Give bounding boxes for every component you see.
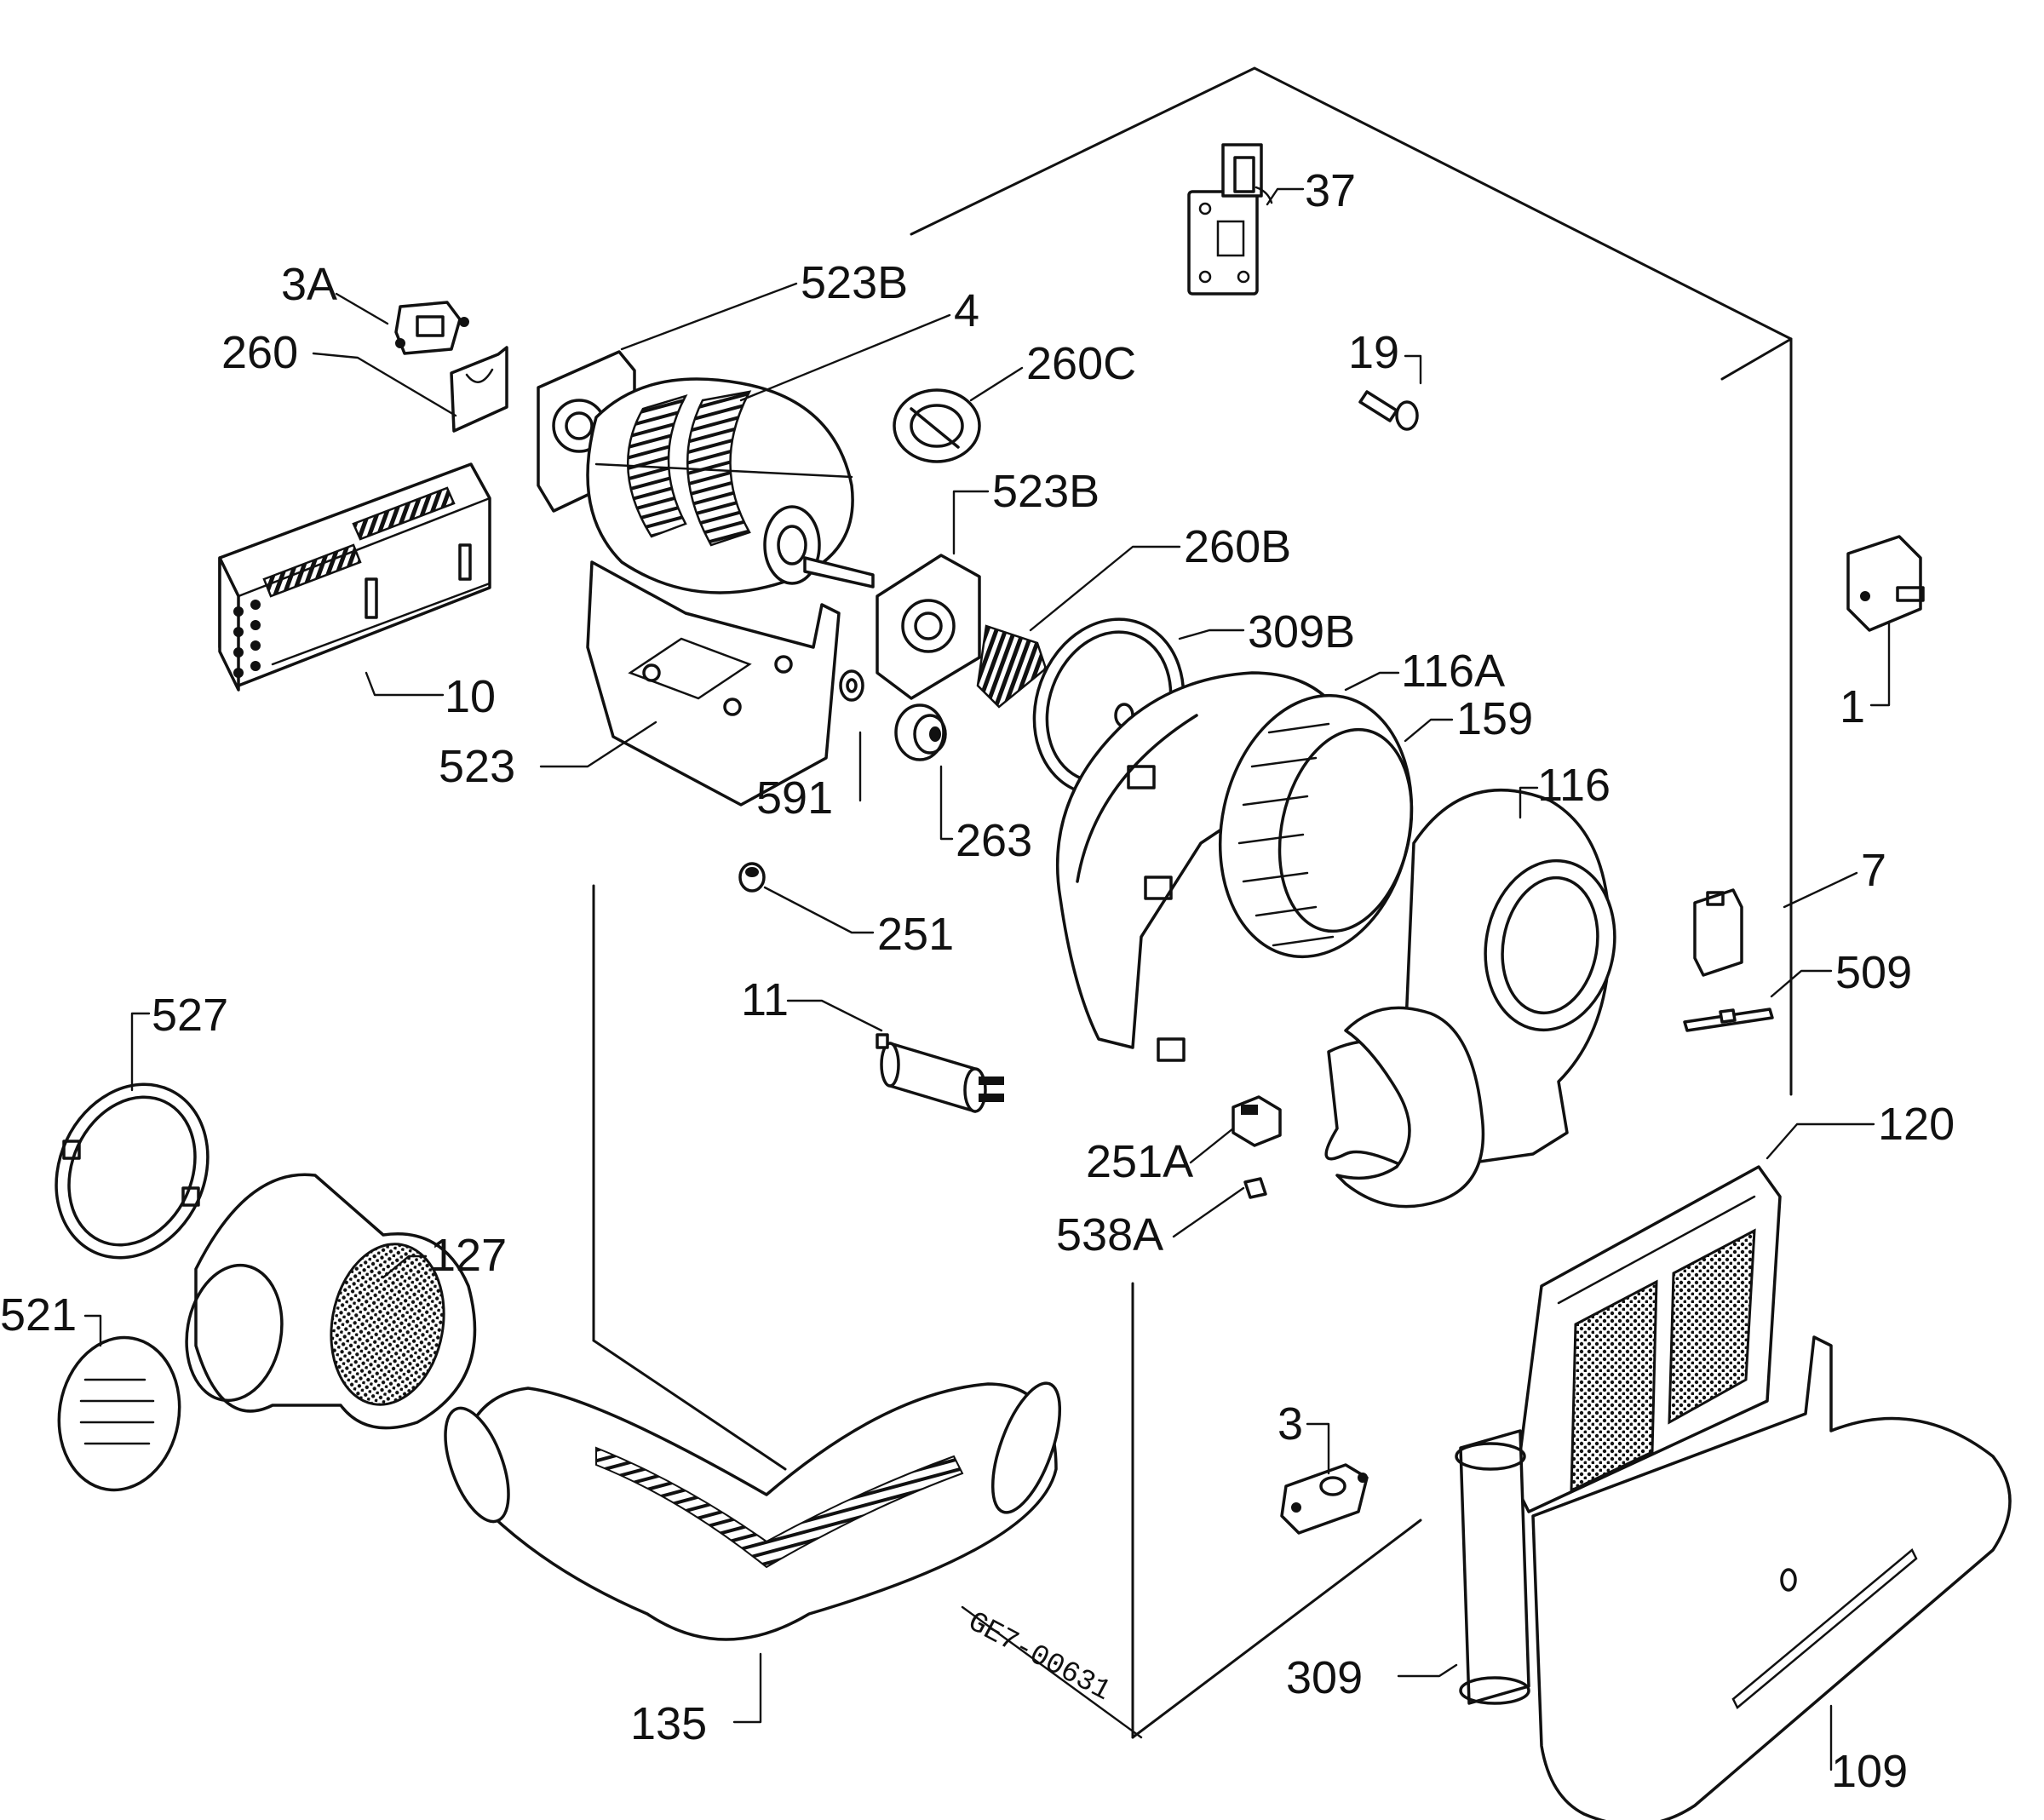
label-11: 11 — [741, 974, 789, 1025]
part-10-heater — [218, 462, 491, 692]
part-127-t-connector — [185, 1173, 477, 1430]
part-251-grommet — [738, 862, 766, 893]
part-3-thermostat — [1280, 1463, 1369, 1535]
part-260B-spring — [976, 624, 1048, 709]
part-260-bracket — [450, 346, 508, 433]
label-120: 120 — [1878, 1099, 1955, 1150]
part-509-pin — [1683, 1008, 1774, 1032]
label-260C: 260C — [1026, 338, 1136, 389]
part-251A-terminal-block — [1232, 1095, 1282, 1147]
label-309: 309 — [1286, 1652, 1363, 1703]
label-10: 10 — [445, 671, 496, 722]
part-159-fan-wheel — [1218, 693, 1414, 959]
part-527-clamp-ring — [55, 1082, 210, 1260]
part-37-door-switch — [1187, 143, 1273, 296]
part-591-washer — [839, 669, 864, 702]
part-7-relay — [1693, 888, 1743, 977]
part-3A-thermostat — [394, 301, 469, 355]
label-538A: 538A — [1056, 1209, 1163, 1260]
label-3A: 3A — [281, 259, 337, 310]
drawing-code: GE7-00631 — [962, 1606, 1116, 1708]
label-7: 7 — [1861, 845, 1886, 896]
label-37: 37 — [1305, 165, 1356, 216]
part-116-fan-housing-front — [1324, 789, 1616, 1209]
label-159: 159 — [1456, 693, 1533, 744]
label-251A: 251A — [1086, 1136, 1193, 1187]
label-116: 116 — [1537, 760, 1611, 811]
label-260B: 260B — [1184, 521, 1291, 572]
cabinet-outline — [592, 66, 1793, 1739]
label-260: 260 — [221, 327, 298, 378]
label-527: 527 — [152, 990, 228, 1041]
label-135: 135 — [630, 1698, 707, 1749]
label-251: 251 — [877, 909, 954, 960]
part-309-duct — [1455, 1429, 1530, 1705]
label-127: 127 — [430, 1230, 507, 1281]
label-3: 3 — [1278, 1398, 1303, 1450]
part-11-capacitor — [876, 1033, 1004, 1113]
part-109-cover — [1531, 1335, 2012, 1820]
fan-blades — [1237, 722, 1335, 947]
part-523B-rear-housing — [876, 554, 981, 700]
part-135-hose — [444, 1381, 1062, 1641]
label-523: 523 — [439, 741, 515, 792]
part-538A-spacer — [1243, 1177, 1267, 1199]
part-4-motor — [586, 377, 875, 594]
part-521-end-cap — [57, 1335, 181, 1492]
label-523B-top: 523B — [801, 257, 908, 308]
label-109: 109 — [1831, 1746, 1908, 1797]
label-591: 591 — [756, 772, 833, 824]
leader-lines — [83, 187, 1891, 1771]
label-521: 521 — [0, 1289, 77, 1341]
part-260C-spring-clip — [893, 388, 981, 463]
heater-end-holes — [233, 600, 261, 678]
label-19: 19 — [1348, 327, 1399, 378]
part-labels: 37 3A 523B 4 260 260C 19 523B 260B 309B … — [0, 165, 1955, 1797]
label-4: 4 — [954, 285, 979, 336]
label-116A: 116A — [1401, 646, 1505, 697]
label-263: 263 — [956, 815, 1032, 866]
part-523-motor-bracket — [586, 560, 841, 807]
label-509: 509 — [1835, 947, 1912, 998]
part-263-pulley — [894, 703, 947, 761]
label-1: 1 — [1840, 681, 1865, 732]
label-523B-mid: 523B — [992, 466, 1100, 517]
part-1-thermostat — [1846, 535, 1925, 632]
label-309B: 309B — [1248, 606, 1355, 657]
part-19-pin — [1358, 390, 1419, 431]
part-120-lint-filter — [1514, 1165, 1782, 1513]
